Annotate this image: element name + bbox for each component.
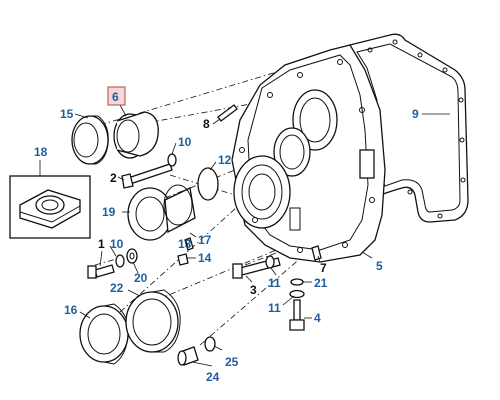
timing-cover-housing: [231, 44, 386, 263]
callout-16: 16: [64, 303, 78, 317]
callout-11-upper: 11: [268, 276, 281, 290]
bolt: [121, 163, 173, 189]
mounting-bolt: [232, 255, 281, 279]
callout-9: 9: [412, 107, 419, 121]
callout-5: 5: [376, 259, 383, 273]
o-ring: [197, 167, 219, 201]
inset-detail-box: [9, 175, 91, 239]
callout-22: 22: [110, 281, 124, 295]
plug-o-ring: [204, 336, 216, 352]
callout-4: 4: [314, 311, 321, 325]
callout-10-lower: 10: [110, 237, 124, 251]
locating-pin: [311, 245, 322, 261]
callout-12: 12: [218, 153, 232, 167]
callout-20: 20: [134, 271, 148, 285]
callout-14: 14: [198, 251, 212, 265]
callout-21: 21: [314, 276, 328, 290]
callout-17: 17: [198, 233, 212, 247]
callout-11-lower: 11: [268, 301, 281, 315]
wear-ring: [125, 289, 181, 353]
callout-1: 1: [98, 237, 105, 251]
callout-19: 19: [102, 205, 116, 219]
leader-lines: [39, 104, 450, 367]
drain-plug: [177, 346, 199, 366]
callout-6: 6: [112, 90, 119, 104]
bushing: [113, 111, 159, 159]
callout-8: 8: [203, 117, 210, 131]
small-bolt-set: [87, 248, 138, 279]
callout-6-highlight-box: [107, 86, 126, 106]
crankshaft-seal: [79, 303, 129, 365]
dowel-pin: [217, 104, 238, 122]
washer: [167, 153, 177, 167]
callout-13: 13: [178, 237, 192, 251]
callout-3: 3: [250, 283, 257, 297]
seal: [71, 115, 109, 165]
callout-25: 25: [225, 355, 239, 369]
studs: [177, 237, 194, 266]
callout-24: 24: [206, 370, 220, 384]
callout-7: 7: [320, 261, 327, 275]
callout-10-upper: 10: [178, 135, 192, 149]
vertical-fastener-stack: [289, 278, 305, 331]
callout-18: 18: [34, 145, 48, 159]
pump-cover: [127, 187, 196, 241]
pump-gasket: [163, 184, 193, 226]
callout-15: 15: [60, 107, 74, 121]
callout-2: 2: [110, 171, 117, 185]
callout-labels: 15 6 10 2 8 9 18 12 19 17 1 10 13 14 20 …: [34, 90, 419, 384]
